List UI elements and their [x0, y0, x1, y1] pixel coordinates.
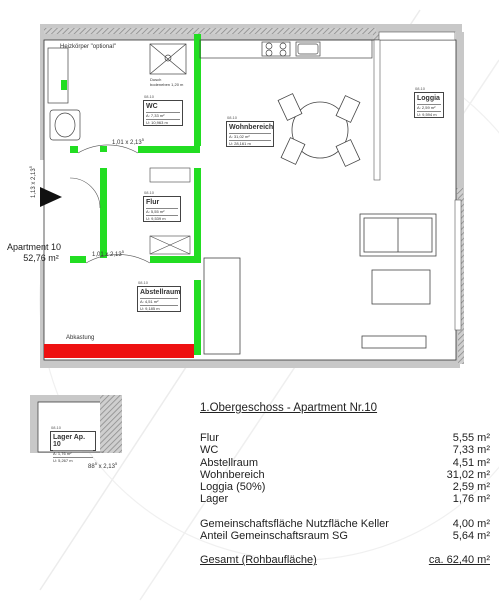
total-row: Gesamt (Rohbaufläche) ca. 62,40 m²	[200, 554, 490, 567]
summary-row: Flur 5,55 m²	[200, 432, 490, 444]
summary-row-value: 4,00 m²	[452, 517, 490, 530]
kitchen	[199, 39, 373, 59]
summary-row-value: 5,55 m²	[452, 432, 490, 444]
door-swings	[69, 144, 151, 264]
summary-row-value: 4,51 m²	[452, 456, 490, 469]
abkastung-bar	[44, 344, 194, 358]
summary-row-value: 1,76 m²	[452, 493, 490, 506]
summary-row: Gemeinschaftsfläche Nutzfläche Keller 4,0…	[200, 518, 490, 530]
bed-area	[203, 257, 241, 355]
abkastung-label: Abkastung	[66, 335, 95, 341]
summary-row: Wohnbereich 31,02 m²	[200, 469, 490, 481]
area-summary: 1.Obergeschoss - Apartment Nr.10 Flur 5,5…	[200, 402, 490, 567]
summary-row-label: Loggia (50%)	[200, 481, 266, 494]
summary-row: Abstellraum 4,51 m²	[200, 457, 490, 469]
door-dim-wc: 1,01 x 2,135	[112, 137, 144, 146]
summary-row-value: 5,64 m²	[452, 530, 490, 543]
room-label-abstellraum: 08.10 Abstellraum A: 4,51 m² U: 9,185 m	[137, 280, 181, 312]
shower-note-2: bodeneben 1,20 m	[150, 82, 184, 87]
summary-row-label: Wohnbereich	[200, 468, 265, 481]
summary-row-label: Abstellraum	[200, 456, 259, 469]
summary-row: WC 7,33 m²	[200, 444, 490, 456]
room-label-lager: 08.10 Lager Ap. 10 A: 1,76 m² U: 5,267 m	[50, 425, 96, 463]
entry-door-dim: 1,13 x 2,135	[28, 166, 37, 198]
shower-note-1: Dusch	[150, 77, 162, 82]
shared-area-list: Gemeinschaftsfläche Nutzfläche Keller 4,0…	[200, 518, 490, 543]
summary-row: Lager 1,76 m²	[200, 493, 490, 505]
summary-row-label: WC	[200, 444, 219, 457]
coffee-table	[371, 269, 431, 305]
tv-board	[361, 335, 427, 349]
summary-row: Loggia (50%) 2,59 m²	[200, 481, 490, 493]
summary-row-value: 7,33 m²	[452, 444, 490, 457]
room-label-flur: 08.10 Flur A: 5,55 m² U: 9,539 m	[143, 190, 181, 222]
entrance-arrow-icon	[40, 187, 62, 207]
closets	[149, 167, 191, 255]
room-label-wohnbereich: 08.10 Wohnbereich A: 31,02 m² U: 28,161 …	[226, 115, 274, 147]
heater-note: Heizkörper "optional"	[60, 44, 116, 50]
summary-row: Anteil Gemeinschaftsraum SG 5,64 m²	[200, 530, 490, 542]
wc-fixtures	[47, 43, 187, 141]
room-label-wc: 08.10 WC A: 7,33 m² U: 10,963 m	[143, 94, 183, 126]
door-dim-abstell: 1,01 x 2,135	[92, 249, 124, 258]
room-label-loggia: 08.10 Loggia A: 2,59 m² U: 9,594 m	[414, 86, 444, 118]
dining-set	[277, 93, 361, 167]
summary-row-label: Lager	[200, 493, 229, 506]
door-dim-lager: 885 x 2,135	[88, 461, 118, 470]
summary-row-value: 2,59 m²	[452, 481, 490, 494]
summary-row-label: Gemeinschaftsfläche Nutzfläche Keller	[200, 517, 389, 530]
sofa	[359, 213, 437, 257]
summary-row-label: Flur	[200, 432, 219, 444]
summary-row-value: 31,02 m²	[446, 468, 490, 481]
apartment-label: Apartment 10 52,76 m²	[6, 242, 62, 263]
summary-row-label: Anteil Gemeinschaftsraum SG	[200, 530, 348, 543]
summary-title: 1.Obergeschoss - Apartment Nr.10	[200, 402, 378, 414]
